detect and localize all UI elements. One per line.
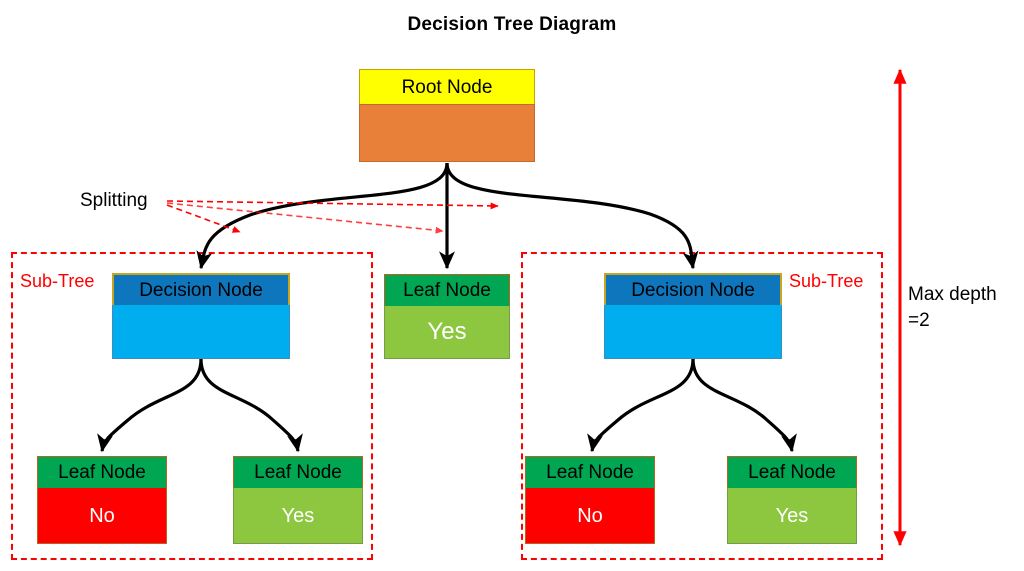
node-leaf-bottom-2[interactable]: Leaf Node Yes: [233, 456, 363, 544]
node-leaf-center[interactable]: Leaf Node Yes: [384, 274, 510, 359]
node-leaf-bottom-3-header: Leaf Node: [525, 456, 655, 488]
max-depth-label: Max depth =2: [908, 282, 997, 333]
node-root[interactable]: Root Node: [359, 69, 535, 162]
splitting-pointer-left: [166, 204, 241, 233]
node-leaf-bottom-3-body: No: [525, 488, 655, 544]
splitting-label: Splitting: [80, 190, 148, 211]
page-title: Decision Tree Diagram: [407, 14, 617, 35]
node-leaf-bottom-4-body: Yes: [727, 488, 857, 544]
subtree-label-right: Sub-Tree: [789, 271, 864, 291]
node-leaf-bottom-1[interactable]: Leaf Node No: [37, 456, 167, 544]
node-decision-left[interactable]: Decision Node: [112, 273, 290, 359]
node-leaf-bottom-4[interactable]: Leaf Node Yes: [727, 456, 857, 544]
node-leaf-bottom-2-body: Yes: [233, 488, 363, 544]
node-decision-left-header: Decision Node: [112, 273, 290, 305]
node-root-body: [359, 104, 535, 162]
node-decision-right-header: Decision Node: [604, 273, 782, 305]
node-leaf-bottom-4-header: Leaf Node: [727, 456, 857, 488]
node-leaf-center-body: Yes: [384, 306, 510, 359]
subtree-label-left: Sub-Tree: [20, 271, 95, 291]
node-leaf-bottom-1-body: No: [37, 488, 167, 544]
node-leaf-bottom-3[interactable]: Leaf Node No: [525, 456, 655, 544]
node-leaf-bottom-1-header: Leaf Node: [37, 456, 167, 488]
splitting-pointer-right: [166, 200, 499, 210]
subtree-box-left: [11, 252, 373, 560]
node-decision-left-body: [112, 305, 290, 359]
node-decision-right-body: [604, 305, 782, 359]
node-leaf-center-header: Leaf Node: [384, 274, 510, 306]
node-root-header: Root Node: [359, 69, 535, 104]
max-depth-line-2: =2: [908, 309, 930, 331]
splitting-pointer-center: [166, 202, 444, 234]
subtree-box-right: [521, 252, 883, 560]
node-decision-right[interactable]: Decision Node: [604, 273, 782, 359]
node-leaf-bottom-2-header: Leaf Node: [233, 456, 363, 488]
max-depth-line-1: Max depth: [908, 284, 997, 305]
